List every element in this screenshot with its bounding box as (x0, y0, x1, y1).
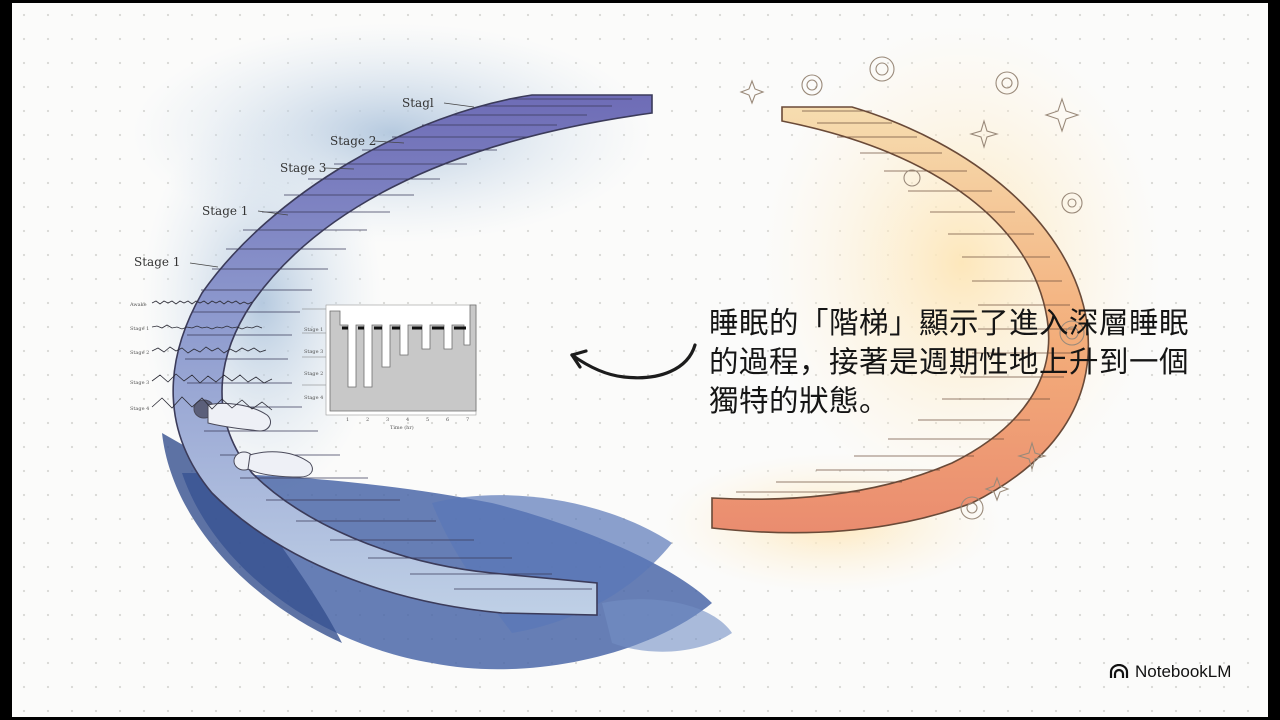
dream-swirls (739, 56, 1085, 520)
brand-name: NotebookLM (1135, 662, 1232, 681)
eeg-label-4: Stage 4 (130, 406, 149, 412)
stage-label-3: Stage 1 (202, 204, 248, 218)
sleeping-figures (193, 399, 313, 478)
hypnogram-y-label-0: Stage 1 (304, 327, 323, 333)
descending-staircase (172, 94, 653, 616)
stage-label-2: Stage 3 (280, 161, 326, 175)
hypnogram-x-label-3: 4 (406, 417, 409, 423)
hypnogram-y-label-1: Stage 3 (304, 349, 323, 355)
hypnogram-y-label-3: Stage 4 (304, 395, 323, 401)
hypnogram-y-label-2: Stage 2 (304, 371, 323, 377)
notebooklm-watermark: NotebookLM (1109, 659, 1231, 685)
hypnogram-x-label-0: 1 (346, 417, 349, 423)
hypnogram-x-label-4: 5 (426, 417, 429, 423)
eeg-label-3: Stage 3 (130, 380, 149, 386)
stage-label-4: Stage 1 (134, 255, 180, 269)
sleep-staircase-illustration: Stagl Stage 2 Stage 3 Stage 1 Stage 1 Aw… (129, 23, 1162, 670)
slide-caption: 睡眠的「階梯」顯示了進入深層睡眠的過程，接著是週期性地上升到一個獨特的狀態。 (709, 306, 1190, 418)
hypnogram-x-label-1: 2 (366, 417, 369, 423)
eeg-label-2: Stage 2 (130, 350, 149, 356)
stage-label-0: Stagl (402, 96, 434, 110)
notebooklm-logo-icon (1109, 664, 1129, 678)
hypnogram-x-label-2: 3 (386, 417, 389, 423)
slide: Stagl Stage 2 Stage 3 Stage 1 Stage 1 Aw… (12, 3, 1268, 717)
stage-label-1: Stage 2 (330, 134, 376, 148)
ascending-staircase (711, 56, 1090, 534)
eeg-label-0: Awake (129, 302, 147, 308)
hypnogram-x-label-6: 7 (466, 417, 469, 423)
eeg-traces: Awake Stage 1 Stage 2 Stage 3 Stage 4 (129, 300, 328, 412)
pointer-arrow (570, 343, 697, 380)
stage-labels: Stagl Stage 2 Stage 3 Stage 1 Stage 1 (134, 96, 475, 269)
eeg-label-1: Stage 1 (130, 326, 149, 332)
hypnogram-x-label-5: 6 (446, 417, 449, 423)
hypnogram-x-title: Time (hr) (390, 424, 414, 431)
hypnogram-chart: Stage 1 Stage 3 Stage 2 Stage 4 1 2 3 4 … (304, 304, 477, 431)
